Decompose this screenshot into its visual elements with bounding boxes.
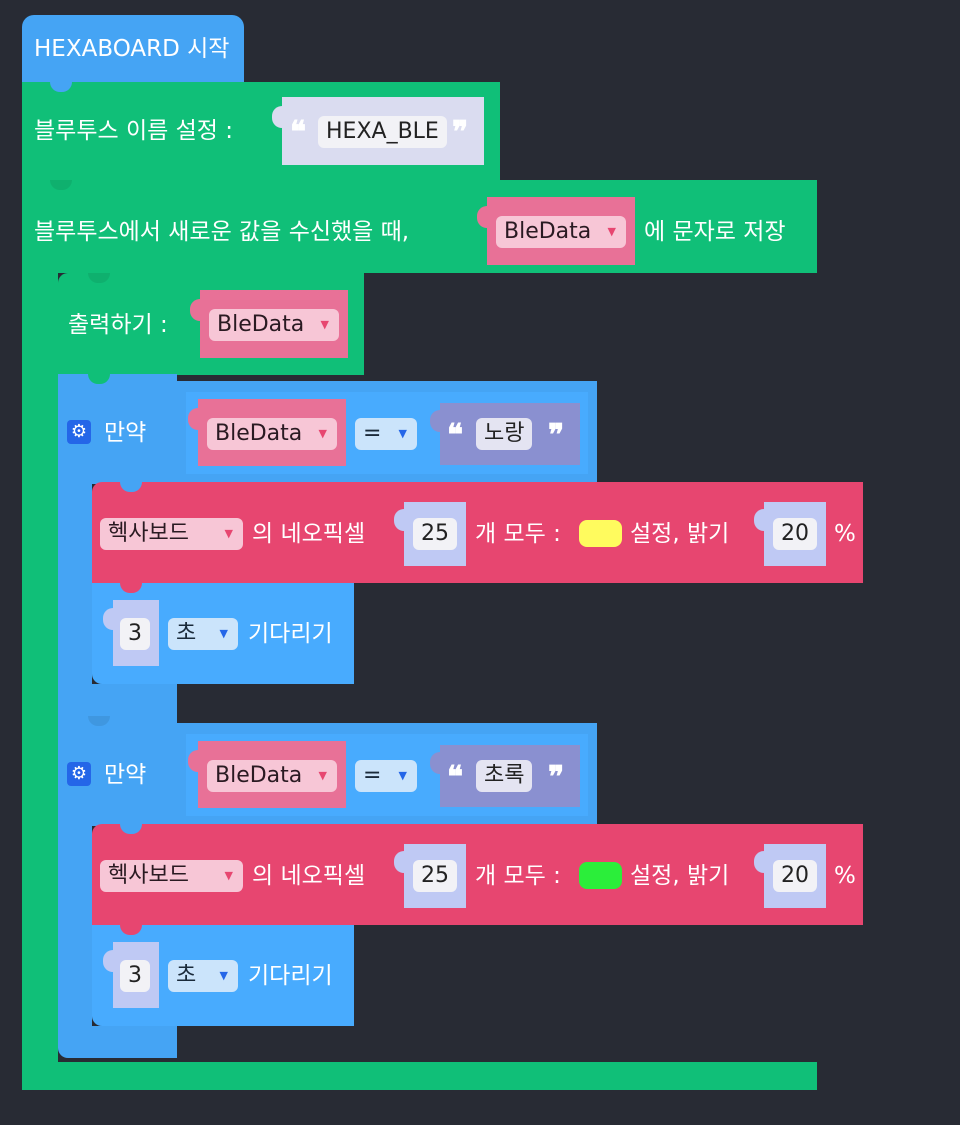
compare-string-field[interactable]: 초록 — [476, 760, 533, 792]
quote-icon: ❞ — [548, 760, 565, 795]
compare-variable-field[interactable]: BleData▼ — [207, 760, 337, 792]
neopixel-color-swatch[interactable] — [579, 862, 622, 889]
wait-amount-field[interactable]: 3 — [120, 960, 150, 992]
number-block-tab — [103, 608, 113, 630]
variable-block-tab — [188, 408, 198, 430]
print-variable-field[interactable]: BleData▼ — [209, 309, 339, 341]
quote-icon: ❝ — [447, 418, 464, 453]
wait-unit-dropdown[interactable]: 초▼ — [168, 618, 238, 650]
triangle-down-icon: ▼ — [607, 225, 616, 238]
ble-receive-bottom-arm — [22, 1062, 817, 1090]
neopixel-count-field[interactable]: 25 — [413, 518, 457, 550]
compare-operator-dropdown[interactable]: =▼ — [355, 418, 417, 450]
ble-receive-label: 블루투스에서 새로운 값을 수신했을 때, — [34, 219, 410, 245]
ble-receive-variable-field[interactable]: BleData▼ — [496, 216, 626, 248]
triangle-down-icon: ▼ — [219, 969, 228, 982]
connector-notch — [120, 583, 142, 593]
quote-icon: ❞ — [452, 115, 469, 150]
neopixel-percent: % — [834, 863, 856, 889]
gear-icon[interactable]: ⚙ — [67, 762, 91, 786]
neopixel-count-field[interactable]: 25 — [413, 860, 457, 892]
neopixel-text: 의 네오픽셀 — [252, 521, 366, 547]
neopixel-all-text: 개 모두 : — [475, 521, 561, 547]
compare-variable-field[interactable]: BleData▼ — [207, 418, 337, 450]
quote-icon: ❝ — [447, 760, 464, 795]
neopixel-text: 의 네오픽셀 — [252, 863, 366, 889]
print-label: 출력하기 : — [68, 312, 168, 338]
neopixel-color-swatch[interactable] — [579, 520, 622, 547]
ble-receive-suffix: 에 문자로 저장 — [644, 219, 786, 245]
triangle-down-icon: ▼ — [224, 527, 233, 540]
number-block-tab — [103, 950, 113, 972]
start-block-label: HEXABOARD 시작 — [34, 36, 230, 62]
if-block-2-bottom — [58, 1026, 177, 1058]
wait-amount-field[interactable]: 3 — [120, 618, 150, 650]
neopixel-brightness-field[interactable]: 20 — [773, 518, 817, 550]
variable-block-tab — [188, 750, 198, 772]
ble-name-field[interactable]: HEXA_BLE — [318, 116, 447, 148]
quote-icon: ❞ — [548, 418, 565, 453]
neopixel-brightness-text: 설정, 밝기 — [630, 863, 730, 889]
ble-name-label: 블루투스 이름 설정 : — [34, 118, 233, 144]
ble-receive-header[interactable] — [22, 180, 817, 273]
string-block-tab — [430, 410, 440, 432]
triangle-down-icon: ▼ — [398, 427, 407, 440]
connector-notch — [88, 716, 110, 726]
triangle-down-icon: ▼ — [219, 627, 228, 640]
neopixel-percent: % — [834, 521, 856, 547]
triangle-down-icon: ▼ — [398, 769, 407, 782]
triangle-down-icon: ▼ — [318, 769, 327, 782]
string-block-tab — [430, 752, 440, 774]
start-block[interactable] — [22, 15, 244, 83]
triangle-down-icon: ▼ — [224, 869, 233, 882]
compare-string-field[interactable]: 노랑 — [476, 418, 533, 450]
number-block-tab — [394, 851, 404, 873]
wait-unit-dropdown[interactable]: 초▼ — [168, 960, 238, 992]
connector-notch — [88, 273, 110, 283]
connector-notch — [88, 374, 110, 384]
if-label: 만약 — [104, 762, 147, 788]
neopixel-all-text: 개 모두 : — [475, 863, 561, 889]
compare-operator-dropdown[interactable]: =▼ — [355, 760, 417, 792]
connector-notch — [50, 82, 72, 92]
wait-label: 기다리기 — [248, 621, 333, 647]
connector-notch — [120, 925, 142, 935]
number-block-tab — [754, 851, 764, 873]
variable-block-tab — [190, 299, 200, 321]
number-block-tab — [394, 509, 404, 531]
neopixel-brightness-text: 설정, 밝기 — [630, 521, 730, 547]
neopixel-device-dropdown[interactable]: 헥사보드▼ — [100, 518, 243, 550]
number-block-tab — [754, 509, 764, 531]
string-block-tab — [272, 106, 282, 128]
wait-label: 기다리기 — [248, 963, 333, 989]
connector-notch — [120, 482, 142, 492]
triangle-down-icon: ▼ — [320, 318, 329, 331]
variable-block-tab — [477, 206, 487, 228]
triangle-down-icon: ▼ — [318, 427, 327, 440]
if-block-1-bottom — [58, 684, 177, 716]
if-label: 만약 — [104, 420, 147, 446]
quote-icon: ❝ — [290, 115, 307, 150]
connector-notch — [50, 180, 72, 190]
gear-icon[interactable]: ⚙ — [67, 420, 91, 444]
neopixel-device-dropdown[interactable]: 헥사보드▼ — [100, 860, 243, 892]
neopixel-brightness-field[interactable]: 20 — [773, 860, 817, 892]
connector-notch — [120, 824, 142, 834]
